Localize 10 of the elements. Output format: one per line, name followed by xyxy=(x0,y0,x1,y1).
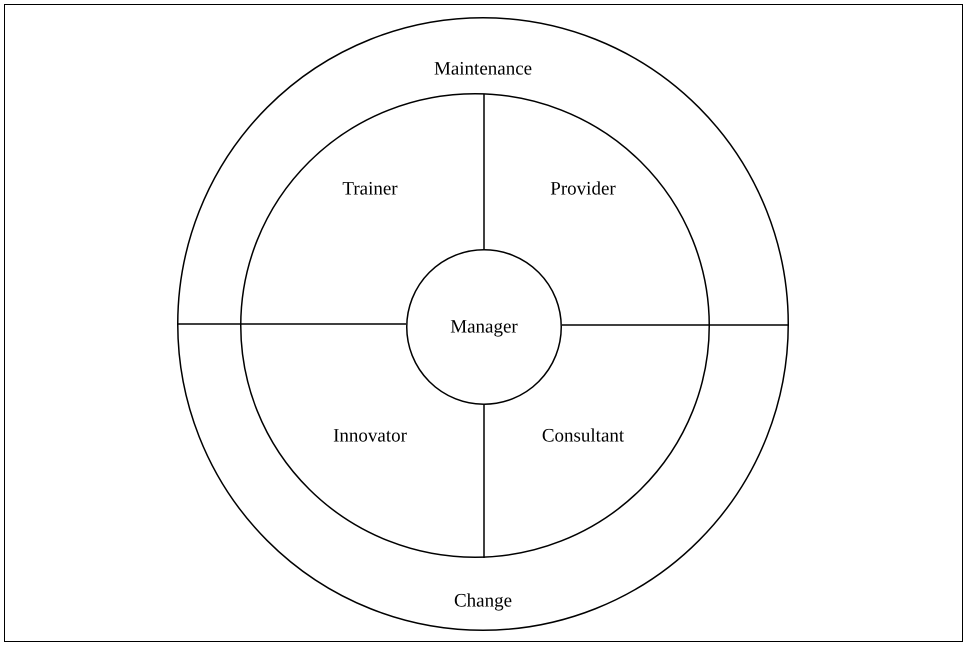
role-label: Provider xyxy=(550,180,616,200)
role-label: Innovator xyxy=(333,426,407,448)
role-label: Change xyxy=(454,592,512,612)
role-label: Trainer xyxy=(342,180,398,200)
role-label: Maintenance xyxy=(434,60,532,80)
inner-circle xyxy=(240,93,710,558)
outer-ring-circle xyxy=(177,17,789,631)
center-circle xyxy=(406,249,562,405)
role-label: Manager xyxy=(450,318,518,338)
role-label: Consultant xyxy=(542,426,624,448)
